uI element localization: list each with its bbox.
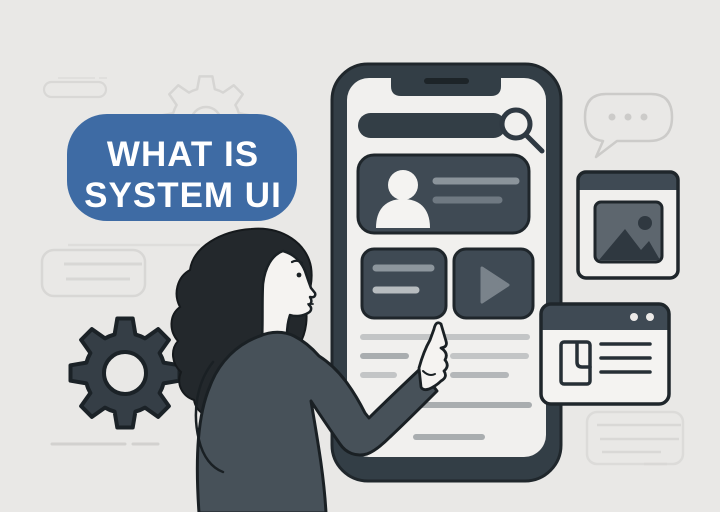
title-line-1: WHAT IS [107, 135, 259, 174]
wireframe-box-inner [575, 341, 592, 369]
user-icon [376, 170, 430, 228]
phone-mockup [330, 62, 563, 483]
ghost-card-bottom-right [585, 410, 685, 466]
title-badge: WHAT IS SYSTEM UI [67, 114, 297, 221]
search-bar-pill [358, 113, 506, 138]
ghost-card-left [40, 243, 200, 298]
gear-hole [102, 350, 148, 396]
title-line-2: SYSTEM UI [84, 176, 282, 215]
gear-icon [68, 316, 182, 430]
woman-eye [296, 272, 302, 278]
woman-figure [170, 227, 449, 512]
window-dot [630, 313, 638, 321]
woman-body [195, 330, 439, 512]
woman-face [260, 249, 317, 343]
browser-window [539, 302, 671, 406]
woman-arm-crease [194, 360, 225, 474]
search-icon [499, 107, 545, 154]
search-bar [358, 107, 545, 154]
phone-notch [391, 76, 501, 96]
window-dot [646, 313, 654, 321]
browser-window-titlebar [541, 304, 669, 330]
browser-window-border [539, 302, 671, 406]
profile-card [356, 153, 531, 235]
ghost-pill-top-left [42, 77, 108, 99]
chat-bubble-icon [583, 92, 674, 159]
title-badge-bg [67, 114, 297, 221]
hand-crease [422, 370, 436, 376]
image-window-border [576, 170, 680, 280]
content-card-video [452, 247, 535, 320]
wireframe-box [559, 340, 592, 386]
content-card-text [360, 247, 448, 320]
browser-wireframe [559, 340, 652, 386]
phone-speaker [424, 78, 469, 84]
image-window-titlebar [578, 172, 678, 190]
play-icon [480, 266, 510, 304]
image-icon [593, 200, 664, 264]
woman-eyebrow [290, 259, 304, 265]
image-window [576, 170, 680, 280]
